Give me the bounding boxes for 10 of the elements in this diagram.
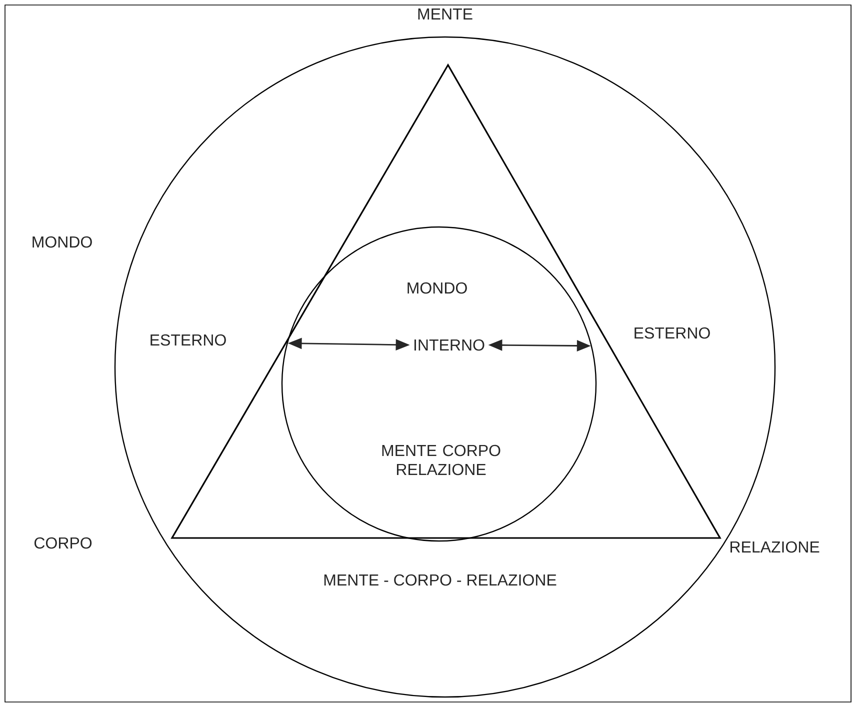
node-text: INTERNO (414, 339, 484, 351)
region-label: RELAZIONE (730, 541, 820, 553)
node-text: MONDO (408, 282, 467, 294)
region-label: ESTERNO (150, 334, 226, 346)
node-text: MENTE CORPO RELAZIONE (382, 444, 500, 476)
region-label: MENTE (418, 8, 472, 20)
region-label: MENTE - CORPO - RELAZIONE (324, 574, 556, 586)
region-label: CORPO (34, 537, 92, 549)
region-label: MONDO (32, 236, 92, 248)
region-label: ESTERNO (634, 327, 710, 339)
